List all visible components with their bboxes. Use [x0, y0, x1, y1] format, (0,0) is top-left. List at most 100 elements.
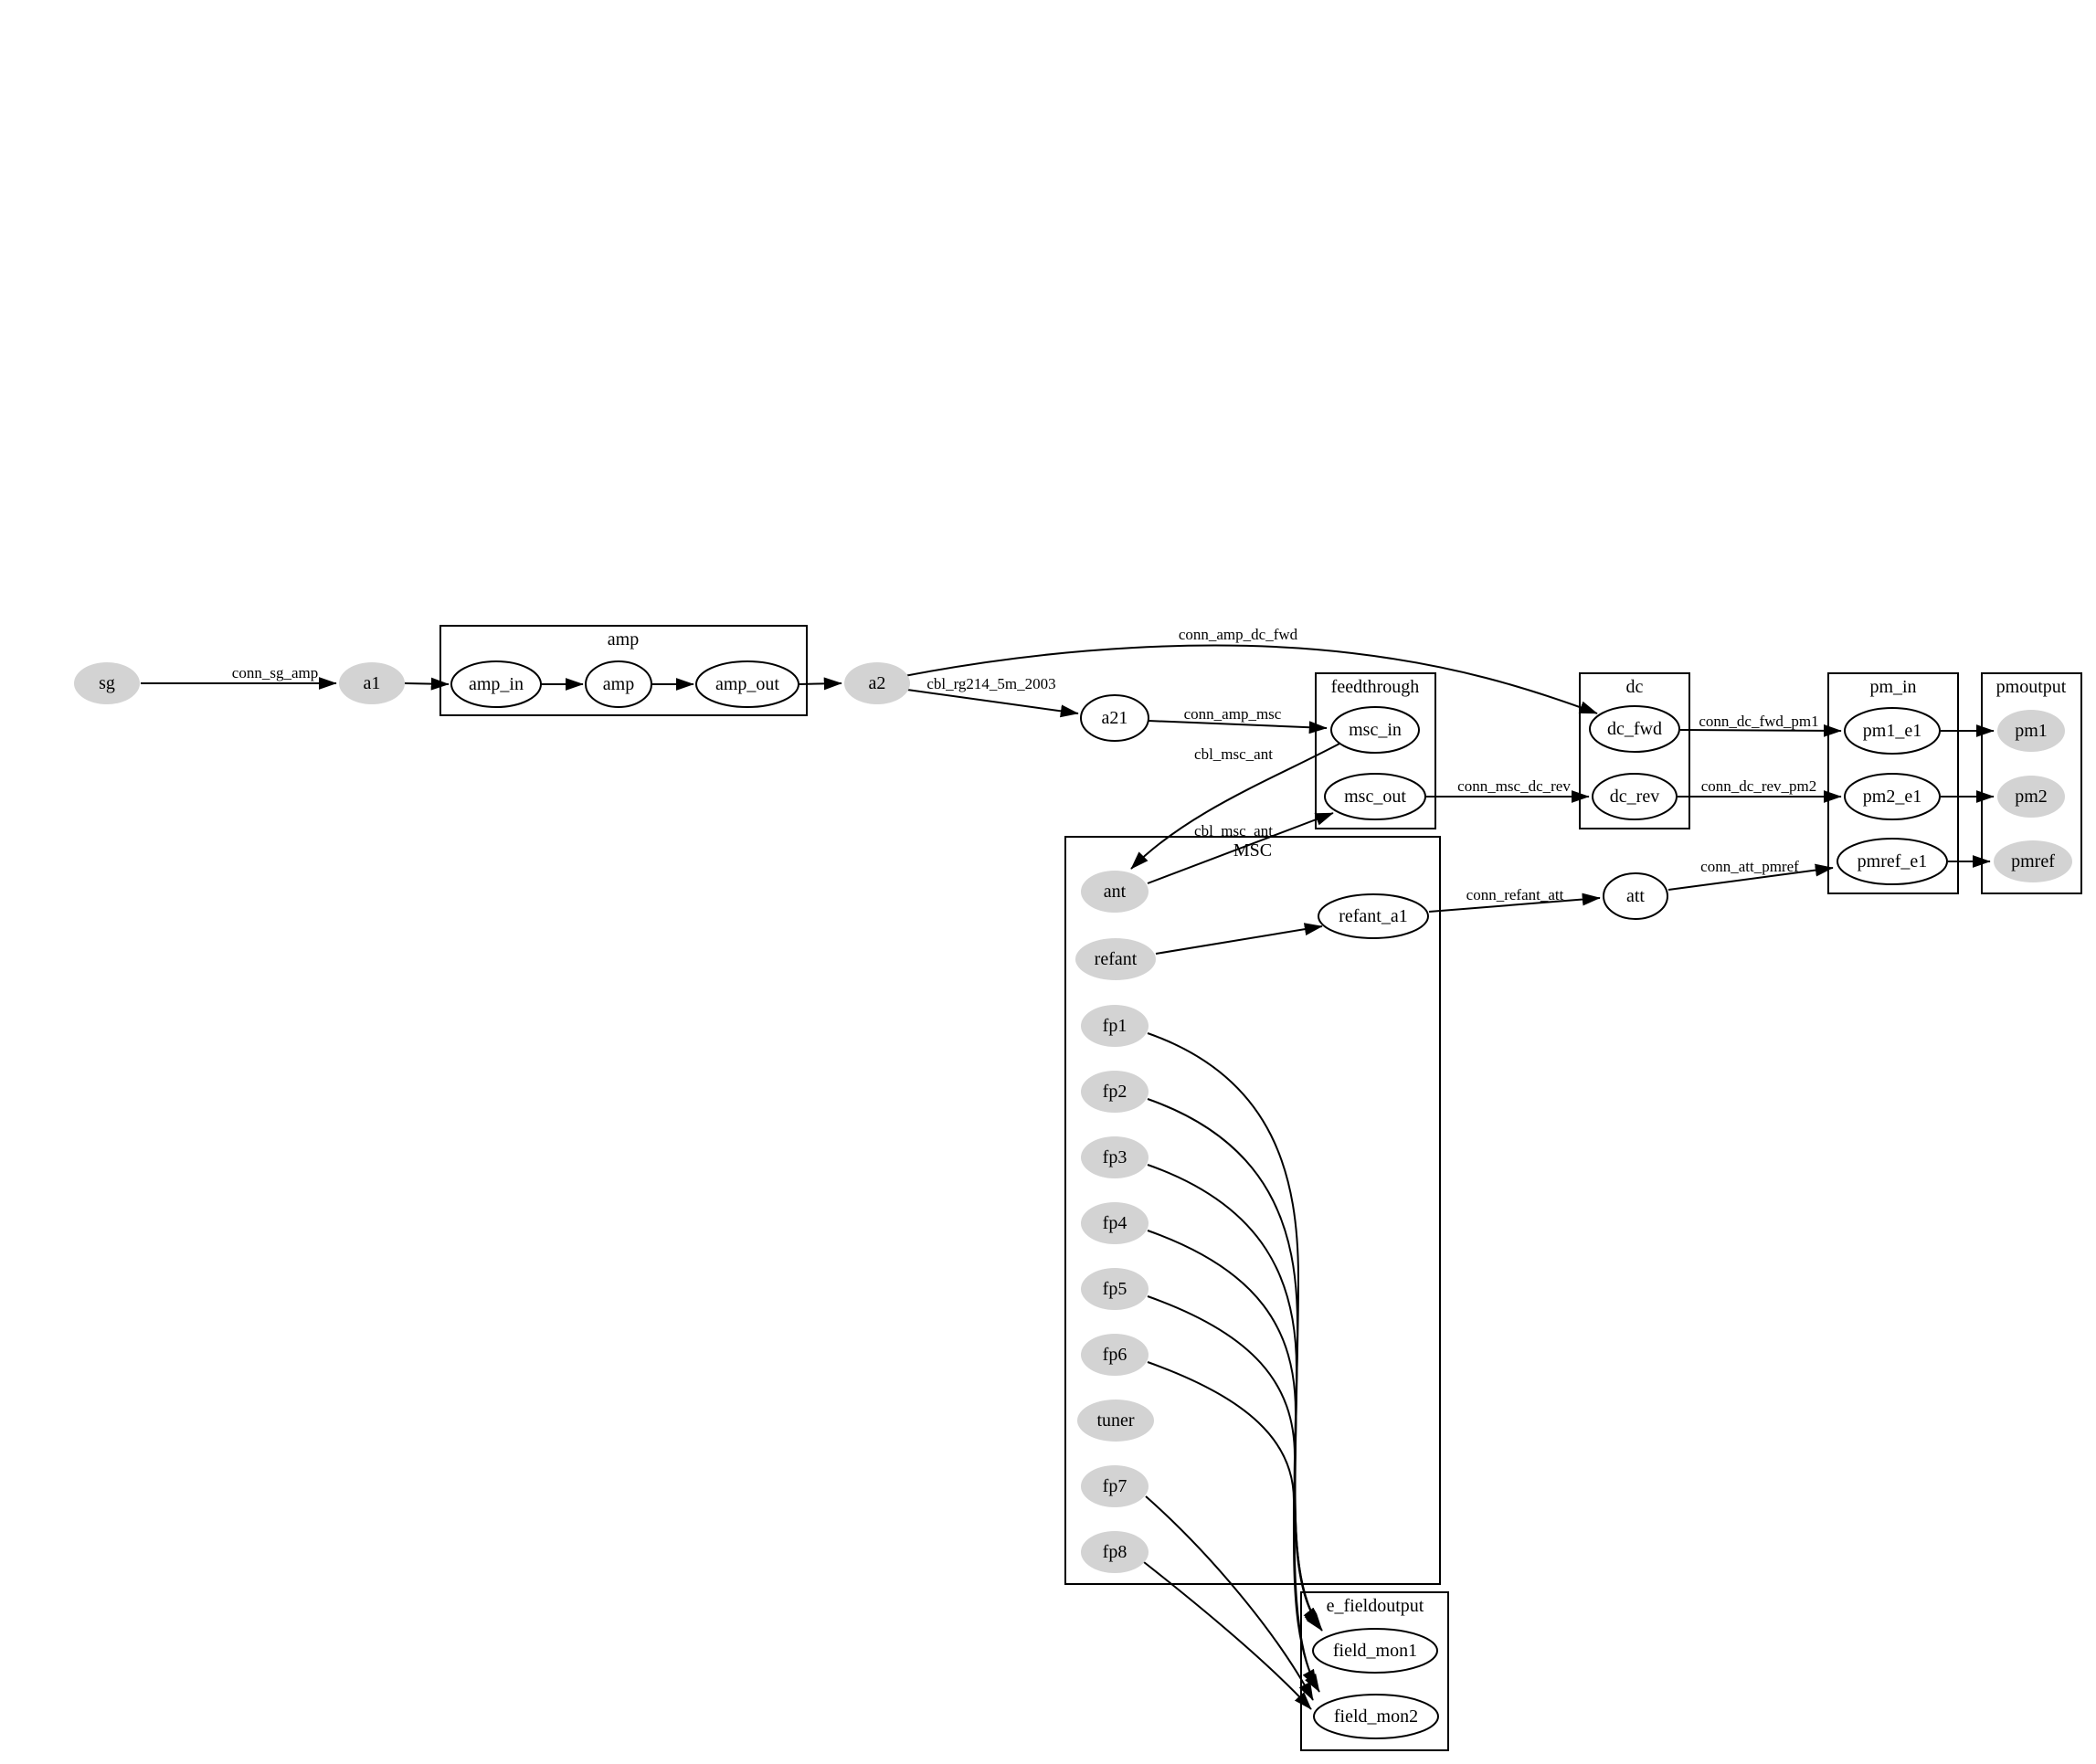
node-shape-pm1_e1	[1844, 707, 1941, 755]
node-shape-fp2	[1081, 1071, 1149, 1113]
node-dc_fwd: dc_fwd	[1589, 705, 1680, 753]
edge-label-sg-a1: conn_sg_amp	[232, 664, 318, 681]
node-shape-pm2	[1997, 776, 2065, 818]
edge-line-fp5-field_mon2	[1147, 1295, 1318, 1688]
node-shape-pm2_e1	[1844, 773, 1941, 820]
edge-line-fp4-field_mon1	[1147, 1230, 1323, 1632]
node-msc_in: msc_in	[1330, 706, 1420, 754]
edge-label-a21-msc_in: conn_amp_msc	[1184, 705, 1282, 723]
node-fp7: fp7	[1081, 1465, 1149, 1507]
edge-refant_a1-att: conn_refant_att	[1428, 886, 1601, 913]
node-label-fp8: fp8	[1103, 1542, 1127, 1562]
node-shape-refant_a1	[1318, 893, 1429, 939]
edge-ant-msc_out: cbl_msc_ant	[1147, 812, 1334, 884]
cluster-e_fieldoutput: e_fieldoutput	[1300, 1591, 1449, 1751]
edge-line-refant-refant_a1	[1155, 923, 1323, 955]
cluster-pmoutput: pmoutput	[1981, 672, 2082, 894]
edge-label-msc_out-dc_rev: conn_msc_dc_rev	[1457, 777, 1571, 795]
node-label-msc_in: msc_in	[1349, 720, 1402, 740]
edge-line-a1-amp_in	[404, 677, 450, 691]
node-shape-field_mon2	[1313, 1694, 1439, 1739]
edge-label-att-pmref_e1: conn_att_pmref	[1700, 858, 1799, 875]
edge-line-ant-msc_out	[1147, 812, 1334, 884]
node-label-ant: ant	[1104, 882, 1127, 902]
edge-line-dc_fwd-pm1_e1	[1679, 724, 1842, 737]
edge-amp_out-a2	[798, 677, 842, 691]
edge-label-a2-a21: cbl_rg214_5m_2003	[926, 675, 1055, 692]
edge-line-a2-dc_fwd	[904, 644, 1598, 714]
edge-line-refant_a1-att	[1428, 893, 1601, 913]
node-shape-msc_in	[1330, 706, 1420, 754]
node-label-fp1: fp1	[1103, 1016, 1127, 1036]
node-pm1: pm1	[1997, 710, 2065, 752]
edge-dc_rev-pm2_e1: conn_dc_rev_pm2	[1678, 777, 1842, 803]
edge-a21-msc_in: conn_amp_msc	[1148, 705, 1328, 734]
node-refant_a1: refant_a1	[1318, 893, 1429, 939]
node-label-tuner: tuner	[1096, 1410, 1134, 1431]
node-label-field_mon1: field_mon1	[1333, 1641, 1417, 1661]
node-label-dc_rev: dc_rev	[1610, 787, 1659, 807]
edge-fp5-field_mon2	[1147, 1295, 1318, 1688]
node-shape-fp6	[1081, 1334, 1149, 1376]
edge-line-a2-a21	[906, 689, 1079, 718]
edge-line-amp_out-a2	[798, 677, 842, 691]
node-shape-fp8	[1081, 1531, 1149, 1573]
edge-a2-dc_fwd: conn_amp_dc_fwd	[904, 626, 1598, 714]
edge-fp7-field_mon2	[1145, 1495, 1314, 1701]
node-shape-pm1	[1997, 710, 2065, 752]
node-a21: a21	[1080, 694, 1149, 742]
node-shape-fp5	[1081, 1268, 1149, 1310]
node-shape-pmref_e1	[1837, 838, 1948, 885]
node-label-a1: a1	[364, 673, 381, 693]
edge-refant-refant_a1	[1155, 923, 1323, 955]
cluster-label-amp: amp	[608, 629, 639, 650]
node-shape-fp1	[1081, 1005, 1149, 1047]
node-shape-fp7	[1081, 1465, 1149, 1507]
cluster-label-dc: dc	[1626, 677, 1644, 697]
node-label-pmref: pmref	[2011, 851, 2055, 871]
edge-label-dc_rev-pm2_e1: conn_dc_rev_pm2	[1701, 777, 1817, 795]
node-label-field_mon2: field_mon2	[1334, 1706, 1418, 1727]
node-label-msc_out: msc_out	[1344, 787, 1406, 807]
node-pmref: pmref	[1994, 840, 2072, 882]
node-shape-sg	[74, 662, 140, 704]
node-fp6: fp6	[1081, 1334, 1149, 1376]
node-shape-field_mon1	[1312, 1628, 1438, 1674]
cluster-box-MSC	[1064, 836, 1441, 1585]
node-label-pm2: pm2	[2015, 787, 2048, 807]
node-label-a21: a21	[1102, 708, 1128, 728]
cluster-label-pmoutput: pmoutput	[1996, 677, 2067, 697]
edge-label-a2-dc_fwd: conn_amp_dc_fwd	[1179, 626, 1298, 643]
edge-line-att-pmref_e1	[1667, 863, 1834, 891]
cluster-label-feedthrough: feedthrough	[1331, 677, 1420, 697]
node-shape-fp4	[1081, 1202, 1149, 1244]
cluster-label-e_fieldoutput: e_fieldoutput	[1327, 1596, 1424, 1616]
node-label-amp: amp	[603, 674, 634, 694]
node-label-pm2_e1: pm2_e1	[1863, 787, 1921, 807]
edge-line-a21-msc_in	[1148, 720, 1328, 734]
edge-label-refant_a1-att: conn_refant_att	[1466, 886, 1564, 903]
cluster-box-pmoutput	[1981, 672, 2082, 894]
node-shape-msc_out	[1324, 773, 1426, 820]
node-shape-dc_rev	[1592, 773, 1678, 820]
edge-dc_fwd-pm1_e1: conn_dc_fwd_pm1	[1679, 713, 1842, 737]
node-amp_in: amp_in	[450, 660, 542, 708]
node-amp: amp	[585, 660, 652, 708]
node-fp3: fp3	[1081, 1136, 1149, 1178]
node-field_mon1: field_mon1	[1312, 1628, 1438, 1674]
edge-msc_in-ant: cbl_msc_ant	[1130, 742, 1342, 870]
node-pm2: pm2	[1997, 776, 2065, 818]
node-shape-amp_out	[695, 660, 799, 708]
node-label-amp_out: amp_out	[715, 674, 779, 694]
node-msc_out: msc_out	[1324, 773, 1426, 820]
edge-a1-amp_in	[404, 677, 450, 691]
edge-label-ant-msc_out: cbl_msc_ant	[1194, 822, 1273, 840]
edge-line-msc_in-ant	[1130, 742, 1342, 870]
node-fp1: fp1	[1081, 1005, 1149, 1047]
node-shape-a2	[844, 662, 910, 704]
node-shape-amp	[585, 660, 652, 708]
node-shape-pmref	[1994, 840, 2072, 882]
node-pmref_e1: pmref_e1	[1837, 838, 1948, 885]
cluster-box-amp	[439, 625, 808, 716]
